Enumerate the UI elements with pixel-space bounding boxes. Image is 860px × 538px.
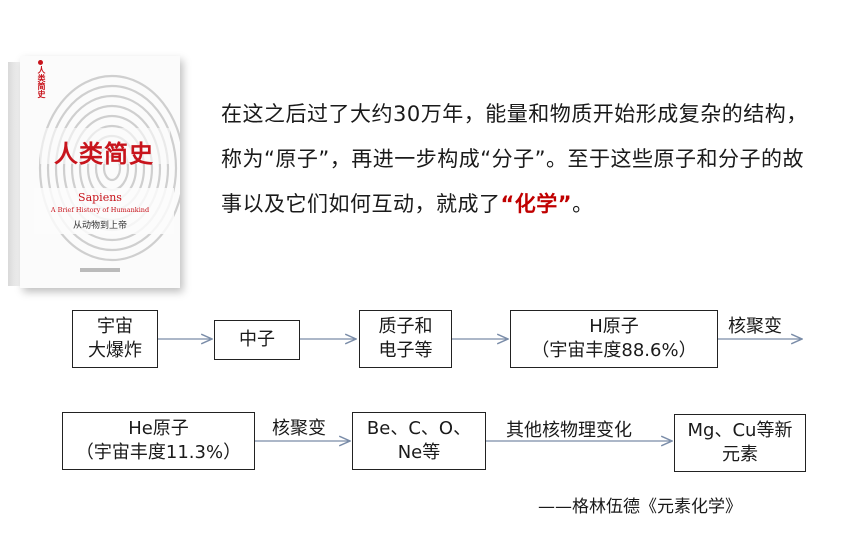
box-neutron: 中子	[214, 320, 300, 360]
fusion-label-2: 核聚变	[272, 418, 326, 439]
box-light-line2: Ne等	[397, 442, 441, 463]
book-spine	[8, 62, 20, 286]
box-hydrogen: H原子 （宇宙丰度88.6%）	[510, 310, 718, 368]
box-new-line1: Mg、Cu等新	[687, 420, 793, 441]
paragraph-ending: 。	[572, 192, 594, 216]
box-helium-line2: （宇宙丰度11.3%）	[75, 442, 242, 463]
publisher-logo-icon	[38, 60, 43, 65]
paragraph-text: 在这之后过了大约30万年，能量和物质开始形成复杂的结构，称为“原子”，再进一步构…	[221, 102, 808, 216]
citation: ——格林伍德《元素化学》	[538, 497, 742, 517]
box-big-bang-line2: 大爆炸	[88, 340, 142, 361]
book-cover-image: 人类简史 人类简史 Sapiens A Brief History of Hum…	[8, 56, 184, 292]
box-proton-line2: 电子等	[378, 340, 433, 361]
box-helium-line1: He原子	[128, 418, 189, 439]
box-new-line2: 元素	[722, 444, 758, 465]
box-light-elements: Be、C、O、 Ne等	[352, 412, 486, 470]
box-hydrogen-line1: H原子	[589, 316, 639, 337]
box-big-bang: 宇宙大爆炸	[72, 310, 158, 368]
box-hydrogen-line2: （宇宙丰度88.6%）	[531, 340, 697, 361]
fingerprint-graphic	[34, 74, 180, 272]
chemistry-highlight: “化学”	[500, 192, 573, 216]
box-proton-line1: 质子和	[378, 316, 433, 337]
box-light-line1: Be、C、O、	[366, 418, 472, 439]
book-subtitle-en: A Brief History of Humankind	[50, 206, 150, 214]
box-neutron-line1: 中子	[239, 329, 275, 350]
other-physics-label: 其他核物理变化	[506, 420, 632, 441]
intro-paragraph: 在这之后过了大约30万年，能量和物质开始形成复杂的结构，称为“原子”，再进一步构…	[221, 92, 821, 227]
box-proton-electron: 质子和电子等	[359, 310, 452, 368]
book-subtitle-cn: 从动物到上帝	[72, 221, 127, 231]
book-title-en: Sapiens	[78, 191, 122, 204]
box-helium: He原子 （宇宙丰度11.3%）	[62, 412, 255, 470]
box-new-elements: Mg、Cu等新元素	[674, 414, 806, 472]
box-big-bang-line1: 宇宙	[97, 316, 133, 337]
fusion-label-1: 核聚变	[728, 316, 782, 337]
book-side-title: 人类简史	[37, 66, 46, 98]
book-front: 人类简史 人类简史 Sapiens A Brief History of Hum…	[20, 56, 180, 288]
book-title-cn: 人类简史	[54, 140, 154, 168]
